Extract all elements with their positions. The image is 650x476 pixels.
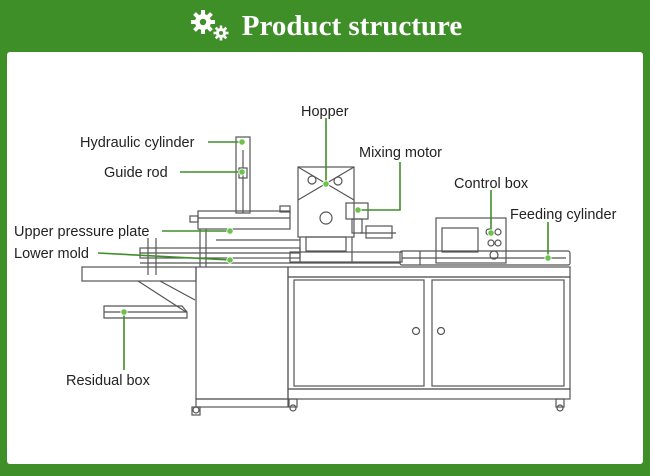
label-lower-mold: Lower mold [14, 246, 89, 262]
left-cabinet [191, 266, 289, 416]
label-upper-pressure-plate: Upper pressure plate [14, 224, 149, 240]
mixing-motor [345, 202, 396, 239]
control-box-body [435, 217, 507, 264]
hydraulic-cylinder-marker [238, 138, 246, 146]
residual-box-marker [120, 308, 128, 316]
label-mixing-motor: Mixing motor [359, 145, 442, 161]
mixing-motor-marker [354, 206, 362, 214]
feed-rail [289, 250, 571, 266]
label-feeding-cylinder: Feeding cylinder [510, 207, 617, 223]
press-column [235, 136, 251, 214]
control-box-marker [487, 229, 495, 237]
label-residual-box: Residual box [66, 373, 151, 389]
hopper-marker [322, 180, 330, 188]
upper-pressure-plate-marker [226, 227, 234, 235]
lower-mold-marker [226, 256, 234, 264]
page-title: Product structure [241, 9, 463, 42]
residual-box-tray [103, 305, 188, 319]
main-cabinet [287, 266, 571, 412]
upper-pressure-plate [189, 205, 291, 230]
label-control-box: Control box [454, 176, 529, 192]
infeed-tray [81, 266, 197, 313]
lower-mold-rails [139, 229, 400, 275]
label-hydraulic-cylinder: Hydraulic cylinder [80, 135, 195, 151]
section-header: Product structure [0, 0, 650, 52]
guide-rod-marker [238, 168, 246, 176]
label-guide-rod: Guide rod [104, 165, 168, 181]
feeding-cylinder-marker [544, 254, 552, 262]
label-hopper: Hopper [301, 104, 349, 120]
gears-icon [188, 9, 232, 43]
